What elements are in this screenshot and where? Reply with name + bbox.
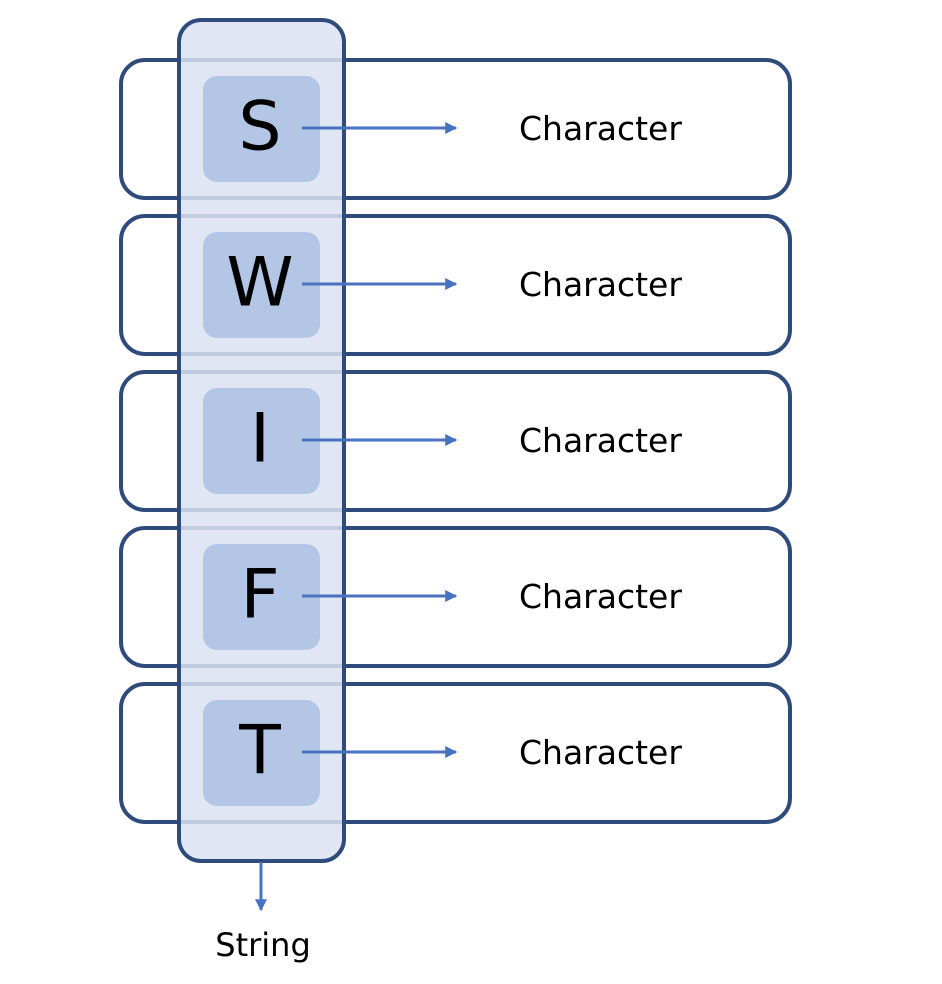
letter-cell	[203, 700, 320, 806]
character-label: Character	[519, 109, 682, 148]
character-label: Character	[519, 265, 682, 304]
letter-cell	[203, 232, 320, 338]
letter-w: W	[226, 244, 293, 323]
character-label: Character	[519, 421, 682, 460]
letter-f: F	[240, 556, 279, 635]
letter-i: I	[250, 400, 270, 479]
letter-t: T	[238, 712, 281, 791]
character-label: Character	[519, 577, 682, 616]
character-label: Character	[519, 733, 682, 772]
string-label: String	[215, 926, 311, 964]
letter-cell	[203, 76, 320, 182]
letter-s: S	[238, 88, 281, 167]
letter-cell	[203, 388, 320, 494]
letter-cell	[203, 544, 320, 650]
